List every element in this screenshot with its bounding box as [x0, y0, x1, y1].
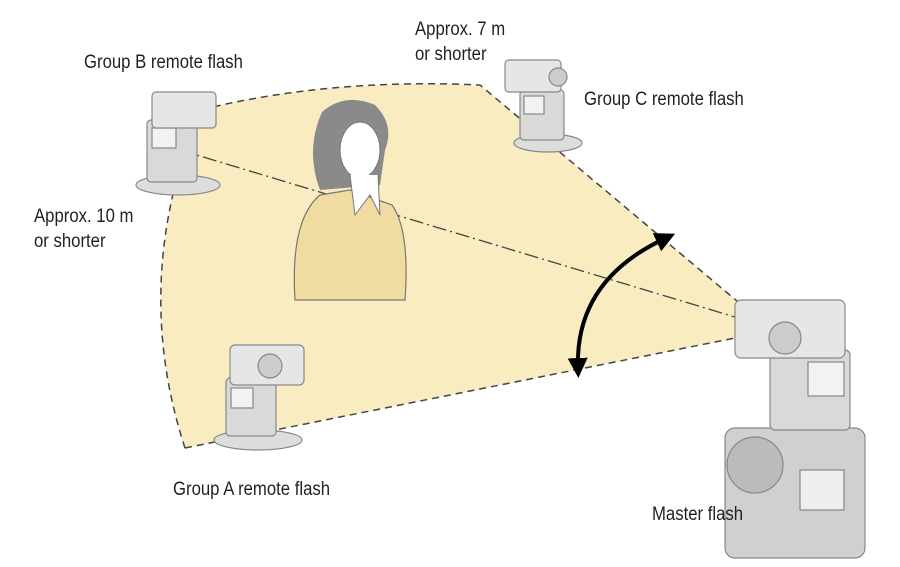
label-distance-7m-line2: or shorter [415, 44, 487, 65]
label-group-c: Group C remote flash [584, 89, 744, 110]
label-group-b: Group B remote flash [84, 52, 243, 73]
label-distance-7m-line1: Approx. 7 m [415, 19, 506, 40]
group-c-flash [504, 59, 583, 153]
label-distance-10m-line1: Approx. 10 m [34, 206, 134, 227]
master-flash-camera [724, 299, 866, 559]
label-distance-10m-line2: or shorter [34, 231, 106, 252]
label-group-a: Group A remote flash [173, 479, 331, 500]
label-master-flash: Master flash [652, 504, 744, 525]
subject-person [293, 99, 407, 301]
group-b-flash [135, 91, 221, 196]
group-a-flash [213, 344, 305, 451]
angle-arrow [567, 233, 676, 378]
